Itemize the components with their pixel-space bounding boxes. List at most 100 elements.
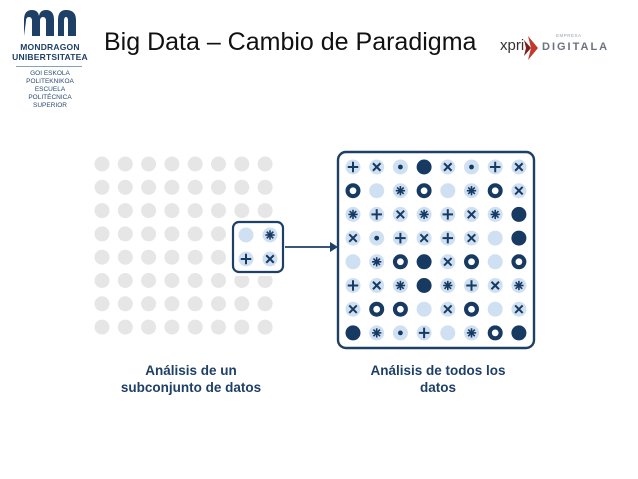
background-dot (117, 226, 133, 242)
full-glyph-plus (345, 278, 361, 293)
subset-glyph-plus (238, 251, 254, 267)
full-glyph-times (511, 301, 527, 317)
full-glyph-plus (345, 159, 361, 175)
full-glyph-asterisk (464, 325, 479, 341)
full-glyph-ring (464, 254, 479, 270)
background-dot (187, 319, 203, 335)
full-glyph-ring (487, 325, 503, 341)
background-dot (94, 249, 110, 265)
full-glyph-dot (369, 230, 385, 246)
school-name-line5: SUPERIOR (33, 102, 67, 109)
background-dot (164, 273, 180, 288)
full-glyph-asterisk (392, 278, 408, 293)
university-name-line1: MONDRAGON (20, 42, 80, 52)
background-dot (234, 319, 250, 335)
background-dot (94, 226, 110, 242)
subset-glyph-asterisk (262, 227, 278, 243)
background-dot (187, 179, 203, 195)
background-dot (117, 249, 133, 265)
full-glyph-light (487, 230, 503, 246)
background-dot (234, 296, 250, 312)
background-dot (257, 273, 273, 288)
background-dot (257, 156, 273, 172)
full-glyph-times (511, 159, 527, 175)
background-dot (117, 296, 133, 312)
illustration-graphic (94, 150, 536, 350)
full-glyph-dot (464, 159, 479, 175)
university-name-line2: UNIBERTSITATEA (12, 52, 88, 62)
subset-glyph-light (238, 227, 254, 243)
background-dot (164, 249, 180, 265)
school-name-line1: GOI ESKOLA (30, 70, 70, 77)
full-glyph-solid (416, 254, 432, 270)
logo-divider (16, 66, 82, 67)
background-dot (234, 156, 250, 172)
background-dot (211, 249, 226, 265)
background-dot (141, 319, 157, 335)
full-glyph-light (416, 301, 432, 317)
full-glyph-ring (392, 301, 408, 317)
full-glyph-ring (464, 301, 479, 317)
full-glyph-solid (511, 206, 527, 222)
full-glyph-ring (392, 254, 408, 270)
full-glyph-times (440, 159, 456, 175)
background-dot (257, 296, 273, 312)
full-glyph-light (440, 183, 456, 199)
full-glyph-ring (487, 183, 503, 199)
full-glyph-times (511, 183, 527, 199)
background-dot (94, 319, 110, 335)
background-dot (187, 273, 203, 288)
background-dot (94, 296, 110, 312)
background-dot (234, 273, 250, 288)
background-dot (187, 296, 203, 312)
full-glyph-dot (392, 325, 408, 341)
background-dot (211, 273, 226, 288)
full-glyph-light (345, 254, 361, 270)
background-dot (164, 179, 180, 195)
full-caption: Análisis de todos los datos (340, 362, 536, 396)
full-caption-line1: Análisis de todos los (370, 363, 506, 378)
subset-caption: Análisis de un subconjunto de datos (106, 362, 276, 396)
full-glyph-times (345, 301, 361, 317)
full-glyph-plus (440, 206, 456, 222)
full-glyph-asterisk (369, 254, 385, 270)
background-dot (164, 319, 180, 335)
mondragon-logo-icon (24, 10, 76, 36)
school-name-line2: POLITEKNIKOA (26, 78, 74, 85)
background-dot (257, 319, 273, 335)
full-glyph-dot (392, 159, 408, 175)
background-dot (211, 179, 226, 195)
full-glyph-asterisk (392, 183, 408, 199)
background-dot (141, 203, 157, 219)
full-glyph-solid (416, 159, 432, 175)
background-dot (94, 156, 110, 172)
slide-title: Big Data – Cambio de Paradigma (104, 28, 477, 56)
slide-footer-area (0, 410, 638, 479)
background-dot (164, 156, 180, 172)
background-dot (211, 319, 226, 335)
full-glyph-times (416, 230, 432, 246)
full-glyph-asterisk (487, 206, 503, 222)
background-dot (141, 156, 157, 172)
background-dot (187, 249, 203, 265)
background-dot (211, 226, 226, 242)
background-dot (94, 273, 110, 288)
full-glyph-plus (416, 325, 432, 341)
background-dot (234, 203, 250, 219)
full-glyph-ring (416, 183, 432, 199)
full-glyph-light (487, 254, 503, 270)
full-glyph-asterisk (511, 278, 527, 293)
background-dot (117, 319, 133, 335)
full-glyph-asterisk (440, 278, 456, 293)
background-dot (187, 226, 203, 242)
school-name-line4: POLITÉCNICA (28, 94, 72, 101)
full-glyph-times (345, 230, 361, 246)
partner-arrow-icon: xpri (500, 36, 538, 60)
full-glyph-asterisk (369, 325, 385, 341)
background-dot (94, 203, 110, 219)
background-dot (257, 203, 273, 219)
full-glyph-ring (511, 254, 527, 270)
subset-glyph-times (262, 251, 278, 267)
subset-caption-line1: Análisis de un (145, 363, 237, 378)
